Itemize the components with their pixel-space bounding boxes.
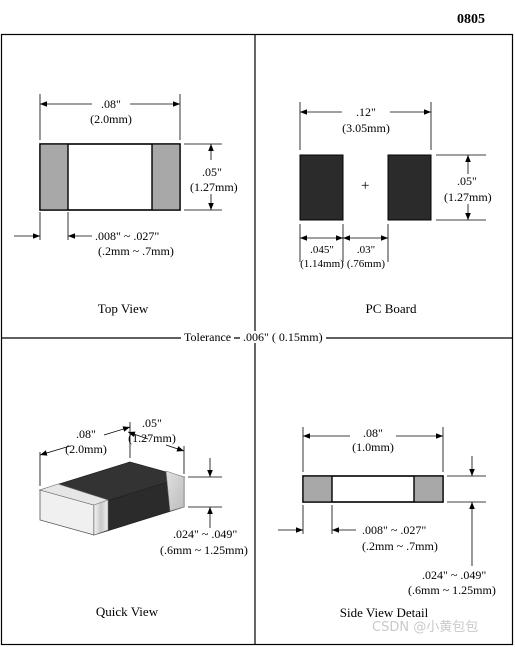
top-width-mm: (1.27mm) (190, 180, 238, 194)
top-band-mm: (.2mm ~ .7mm) (98, 244, 174, 258)
pad-right (387, 154, 432, 221)
pcb-gap-mm: (.76mm) (346, 258, 386, 270)
quick-thick-mm: (.6mm ~ 1.25mm) (160, 543, 248, 557)
side-thick-mm: (.6mm ~ 1.25mm) (408, 583, 496, 597)
pcb-pad-mm: (1.14mm) (300, 258, 344, 270)
top-length-mm: (2.0mm) (90, 112, 132, 126)
quick-thick-in: .024" ~ .049" (173, 527, 238, 541)
frame (0, 33, 514, 646)
pcb-span-in: .12" (356, 105, 376, 119)
quick-width-in: .05" (142, 416, 162, 430)
side-thick-in: .024" ~ .049" (422, 568, 487, 582)
quick-view-drawing (38, 422, 222, 536)
top-width-in: .05" (202, 165, 222, 179)
pcb-gap-in: .03" (356, 244, 376, 256)
tolerance-value: .006" ( 0.15mm) (240, 331, 326, 343)
side-length-in: .08" (363, 426, 383, 440)
top-view-caption: Top View (97, 301, 149, 316)
side-band-mm: (.2mm ~ .7mm) (362, 539, 438, 553)
top-band-in: .008" ~ .027" (95, 229, 160, 243)
quick-view-caption: Quick View (95, 604, 159, 619)
watermark: CSDN @小黄包包 (372, 620, 479, 635)
side-band-in: .008" ~ .027" (362, 523, 427, 537)
pcb-span-mm: (3.05mm) (342, 121, 390, 135)
pc-board-drawing (299, 102, 486, 262)
side-view-drawing (278, 427, 486, 566)
top-view-drawing (14, 94, 222, 240)
part-size-title: 0805 (457, 12, 485, 27)
pcb-height-mm: (1.27mm) (444, 190, 492, 204)
side-view-caption: Side View Detail (339, 605, 429, 620)
pcb-height-in: .05" (457, 174, 477, 188)
quick-width-mm: (1.27mm) (128, 431, 176, 445)
pcb-center-mark: + (361, 178, 370, 194)
pc-board-caption: PC Board (365, 301, 417, 316)
quick-length-in: .08" (76, 427, 96, 441)
tolerance-label: Tolerance (181, 331, 235, 343)
pcb-pad-in: .045" (310, 244, 334, 256)
top-length-in: .08" (101, 97, 121, 111)
side-length-mm: (1.0mm) (352, 440, 394, 454)
pad-left (299, 154, 344, 221)
quick-length-mm: (2.0mm) (65, 442, 107, 456)
